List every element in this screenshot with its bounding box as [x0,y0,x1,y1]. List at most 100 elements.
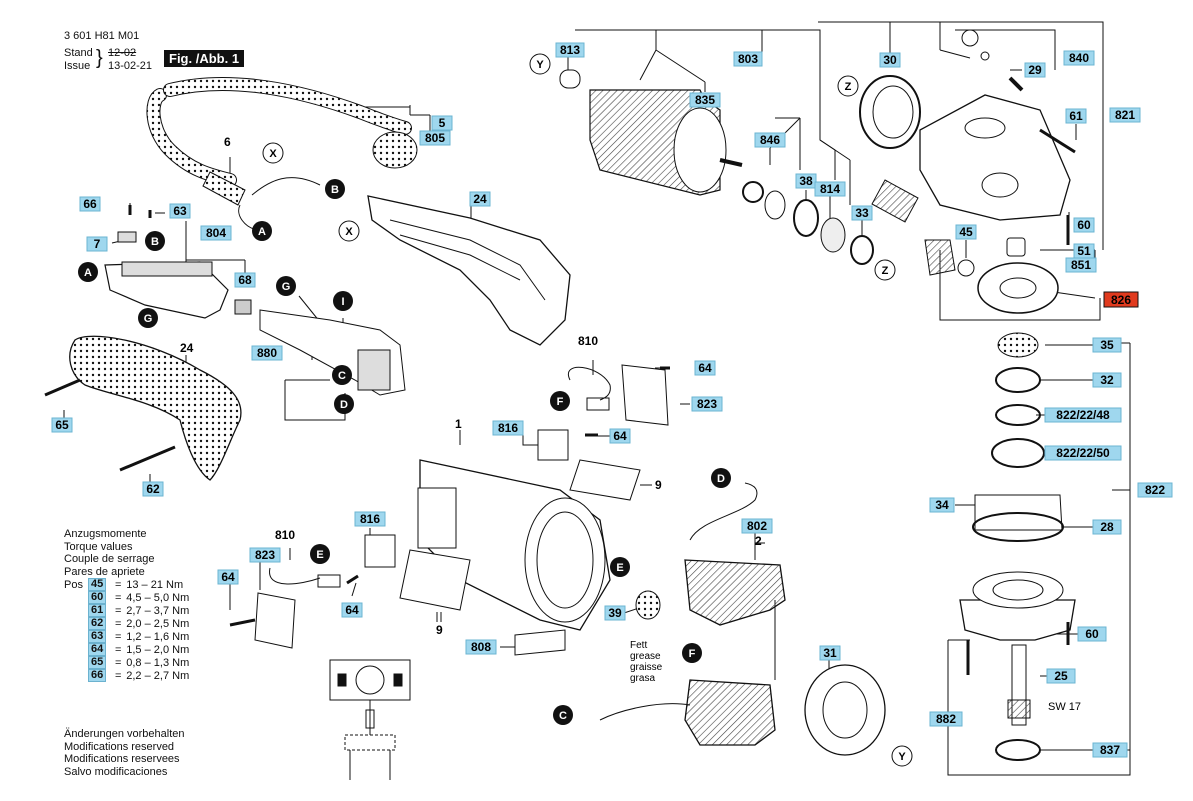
svg-text:804: 804 [206,226,226,240]
svg-text:35: 35 [1100,338,1114,352]
circlip-822-22-48 [995,404,1041,426]
torque-row: 63=1,2 – 1,6 Nm [64,630,190,644]
housing-brush-port [417,487,457,549]
part-label-highlight: 826 [1103,291,1139,308]
switch-top [121,261,213,277]
svg-text:64: 64 [698,361,712,375]
svg-text:851: 851 [1071,258,1091,272]
stand-old: 12-02 [108,47,137,59]
torque-value: 13 – 21 Nm [126,578,184,591]
part-label: 880 [251,345,283,361]
svg-text:808: 808 [471,640,491,654]
svg-text:66: 66 [83,197,97,211]
part-label: 62 [142,481,164,497]
wire-810-upper [567,366,611,401]
screw-61 [1039,128,1076,154]
spindle-lock-button [961,29,979,47]
svg-text:64: 64 [221,570,235,584]
sw17-note: SW 17 [1048,701,1081,713]
part-label: 64 [694,360,716,376]
svg-text:28: 28 [1100,520,1114,534]
ring-32 [995,367,1041,393]
part-label: 814 [814,181,846,197]
housing-boss [964,117,1006,139]
part-label: 808 [465,639,497,655]
svg-text:880: 880 [257,346,277,360]
dust-guard [871,179,919,223]
grease-note: Fett grease graisse grasa [630,640,663,684]
fan-disc [673,107,727,193]
svg-text:5: 5 [439,116,446,130]
nut-45 [957,259,975,277]
marker-C-electronics: C [332,365,352,385]
svg-text:G: G [282,281,291,293]
torque-pos: 45 [88,578,107,592]
issue-date: 13-02-21 [108,60,153,72]
marker-F-upper: F [550,391,570,411]
gear-housing-821 [919,94,1071,221]
svg-text:826: 826 [1111,293,1131,307]
part-label: 30 [879,52,901,68]
bevel-gear-inner [872,85,914,139]
svg-text:805: 805 [425,131,445,145]
part-label: 28 [1092,519,1122,535]
svg-text:7: 7 [94,237,101,251]
svg-text:60: 60 [1077,218,1091,232]
svg-text:813: 813 [560,43,580,57]
part-label: 32 [1092,372,1122,388]
document-code: 3 601 H81 M01 [64,30,140,42]
modifications-fr: Modifications reservees [64,753,180,766]
circlip-846 [742,181,764,203]
part-label: 64 [341,602,363,618]
screw-64-lower [346,574,359,585]
motor-housing-opening [524,497,606,623]
marker-X-handle: X [338,220,360,242]
part-label: 804 [200,225,232,241]
torque-row: 64=1,5 – 2,0 Nm [64,643,189,657]
brace: } [96,47,103,69]
part-label: 45 [955,224,977,240]
torque-row: 60=4,5 – 5,0 Nm [64,591,189,605]
ring-38 [793,199,819,237]
brush-cap-823-upper [621,364,669,426]
marker-A-switch: A [78,262,98,282]
svg-text:61: 61 [1069,109,1083,123]
marker-D-coil: D [711,468,731,488]
modifications-en: Modifications reserved [64,740,175,753]
electronic-module [357,349,391,391]
markers: Y Y Z Z X X B A B A G G I C D F E D E F … [78,53,913,767]
part-7 [117,231,137,243]
marker-Z-top: Z [837,75,859,97]
part-label-plain: 9 [655,478,662,492]
svg-text:F: F [557,396,564,408]
svg-text:822: 822 [1145,483,1165,497]
nut-837 [995,739,1041,761]
torque-row: 62=2,0 – 2,5 Nm [64,617,189,631]
svg-text:C: C [559,710,567,722]
part-label: 60 [1077,626,1107,642]
svg-text:A: A [258,226,266,238]
svg-text:837: 837 [1100,743,1120,757]
svg-text:E: E [316,549,323,561]
part-label: 822 [1137,482,1173,498]
part-label: 63 [169,203,191,219]
flange-inner [992,579,1044,601]
torque-value: 1,2 – 1,6 Nm [126,630,190,643]
carbon-brush-lower [317,574,341,588]
part-label: 803 [733,51,763,67]
svg-text:A: A [84,267,92,279]
marker-Z-right: Z [874,259,896,281]
part-label: 882 [929,711,963,727]
torque-value: 0,8 – 1,3 Nm [126,656,190,669]
wire-C [599,703,691,721]
power-cable-dots [147,89,236,186]
svg-text:32: 32 [1100,373,1114,387]
torque-row: 61=2,7 – 3,7 Nm [64,604,189,618]
power-cable-upper-dots [164,77,411,134]
part-label: 835 [689,92,721,108]
screw-65 [44,378,81,397]
part-label: 802 [741,518,773,534]
torque-pos: 66 [88,669,107,683]
